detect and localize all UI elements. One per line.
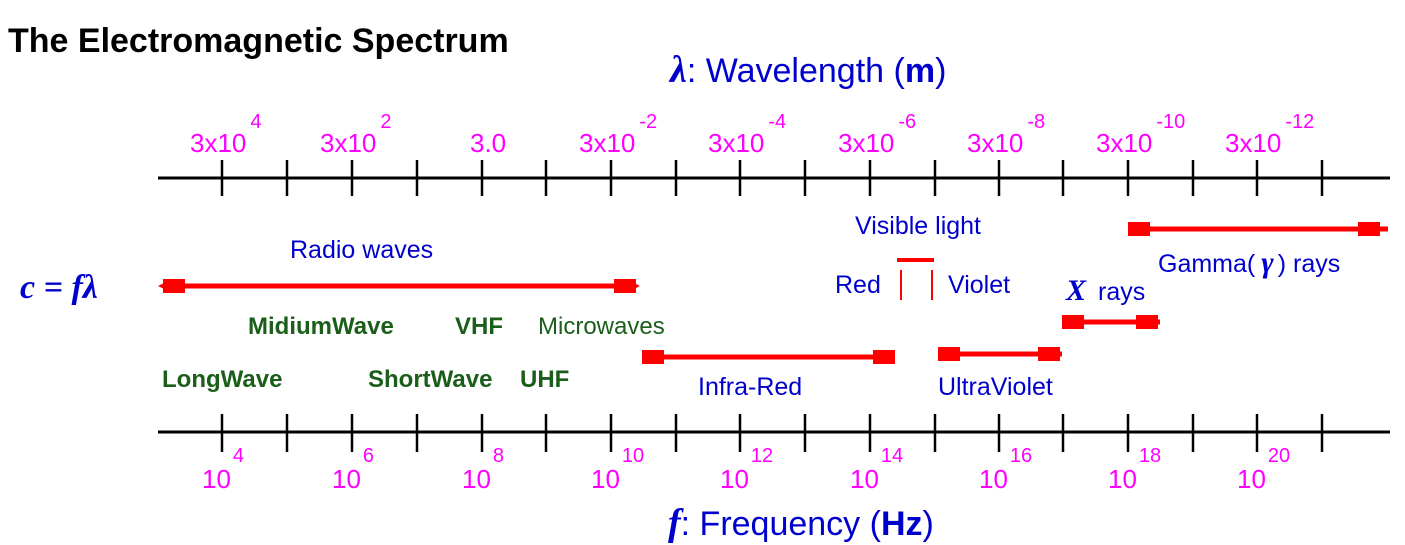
wavelength-unit: m <box>905 52 935 90</box>
wavelength-tick-base: 3x10 <box>1225 128 1281 158</box>
ultraviolet-label: UltraViolet <box>938 373 1053 401</box>
frequency-tick-base: 10 <box>332 464 361 494</box>
frequency-tick-exponent: 4 <box>233 445 244 467</box>
wavelength-tick-base: 3x10 <box>190 128 246 158</box>
wavelength-tick-base: 3x10 <box>838 128 894 158</box>
long-wave-label: LongWave <box>162 366 282 393</box>
wavelength-tick-exponent: -12 <box>1285 111 1314 133</box>
xray-range <box>1062 315 1160 329</box>
wavelength-tick-base: 3.0 <box>470 128 506 158</box>
infrared-label: Infra-Red <box>698 373 802 401</box>
frequency-tick-exponent: 20 <box>1268 445 1290 467</box>
wavelength-axis-title: λ: Wavelength (m) <box>668 49 946 91</box>
wavelength-tick-base: 3x10 <box>579 128 635 158</box>
frequency-tick-exponent: 10 <box>622 445 644 467</box>
wavelength-tick-label-7: 3x10-10 <box>1096 111 1185 158</box>
frequency-tick-base: 10 <box>1108 464 1137 494</box>
gamma-symbol: γ <box>1261 246 1274 279</box>
frequency-tick-label-7: 1018 <box>1108 445 1161 494</box>
wavelength-tick-base: 3x10 <box>320 128 376 158</box>
frequency-tick-exponent: 18 <box>1139 445 1161 467</box>
frequency-tick-label-8: 1020 <box>1237 445 1290 494</box>
frequency-tick-label-2: 108 <box>462 445 504 494</box>
red-label: Red <box>835 271 881 299</box>
wavelength-tick-label-6: 3x10-8 <box>967 111 1045 158</box>
frequency-tick-base: 10 <box>202 464 231 494</box>
frequency-axis-title: f: Frequency (Hz) <box>668 502 934 544</box>
frequency-tick-label-1: 106 <box>332 445 374 494</box>
wavelength-tick-label-1: 3x102 <box>320 111 392 158</box>
wavelength-tick-label-8: 3x10-12 <box>1225 111 1314 158</box>
wavelength-tick-exponent: -2 <box>639 111 657 133</box>
wavelength-tick-exponent: 4 <box>250 111 261 133</box>
gamma-rays-label: Gamma(γ) rays <box>1158 246 1340 279</box>
frequency-tick-base: 10 <box>850 464 879 494</box>
frequency-tick-label-4: 1012 <box>720 445 773 494</box>
wavelength-tick-base: 3x10 <box>967 128 1023 158</box>
frequency-tick-base: 10 <box>720 464 749 494</box>
gamma-prefix: Gamma( <box>1158 250 1256 278</box>
frequency-close: ) <box>923 505 934 543</box>
vhf-label: VHF <box>455 313 503 340</box>
frequency-tick-label-6: 1016 <box>979 445 1032 494</box>
radio-waves-range <box>158 279 640 293</box>
frequency-tick-base: 10 <box>591 464 620 494</box>
frequency-tick-exponent: 16 <box>1010 445 1032 467</box>
wavelength-tick-label-0: 3x104 <box>190 111 262 158</box>
lambda-symbol: λ <box>668 49 687 91</box>
wavelength-axis-ticks <box>220 160 1324 196</box>
wavelength-tick-exponent: -4 <box>768 111 786 133</box>
microwaves-label: Microwaves <box>538 313 665 340</box>
wavelength-tick-base: 3x10 <box>708 128 764 158</box>
short-wave-label: ShortWave <box>368 366 492 393</box>
diagram-title: The Electromagnetic Spectrum <box>8 22 509 60</box>
violet-label: Violet <box>948 271 1010 299</box>
frequency-axis-label: : Frequency ( <box>681 505 882 543</box>
frequency-tick-base: 10 <box>979 464 1008 494</box>
radio-waves-label: Radio waves <box>290 236 433 264</box>
wavelength-tick-label-4: 3x10-4 <box>708 111 786 158</box>
uhf-label: UHF <box>520 366 569 393</box>
ultraviolet-range <box>938 347 1062 361</box>
wavelength-tick-label-2: 3.0 <box>470 128 506 158</box>
frequency-axis-ticks <box>220 414 1324 452</box>
frequency-tick-base: 10 <box>1237 464 1266 494</box>
wave-equation: c = fλ <box>20 269 98 306</box>
frequency-tick-exponent: 8 <box>493 445 504 467</box>
infrared-range <box>642 350 895 364</box>
wavelength-tick-exponent: -10 <box>1156 111 1185 133</box>
frequency-tick-exponent: 12 <box>751 445 773 467</box>
medium-wave-label: MidiumWave <box>248 313 394 340</box>
xray-suffix: rays <box>1098 278 1145 306</box>
wavelength-tick-exponent: -6 <box>898 111 916 133</box>
frequency-tick-label-0: 104 <box>202 445 244 494</box>
xray-symbol: X <box>1065 274 1087 307</box>
gamma-suffix: ) rays <box>1278 250 1341 278</box>
visible-light-marker <box>897 258 934 300</box>
gamma-ray-range <box>1128 222 1388 236</box>
wavelength-tick-label-5: 3x10-6 <box>838 111 916 158</box>
wavelength-close: ) <box>935 52 946 90</box>
wavelength-tick-base: 3x10 <box>1096 128 1152 158</box>
frequency-tick-exponent: 6 <box>363 445 374 467</box>
frequency-tick-label-3: 1010 <box>591 445 644 494</box>
wavelength-tick-exponent: -8 <box>1027 111 1045 133</box>
wavelength-tick-exponent: 2 <box>380 111 391 133</box>
frequency-unit: Hz <box>881 505 923 543</box>
frequency-tick-exponent: 14 <box>881 445 903 467</box>
wavelength-tick-label-3: 3x10-2 <box>579 111 657 158</box>
f-symbol: f <box>668 502 684 544</box>
frequency-tick-label-5: 1014 <box>850 445 903 494</box>
frequency-tick-base: 10 <box>462 464 491 494</box>
visible-light-label: Visible light <box>855 212 981 240</box>
wavelength-axis-label: : Wavelength ( <box>687 52 906 90</box>
